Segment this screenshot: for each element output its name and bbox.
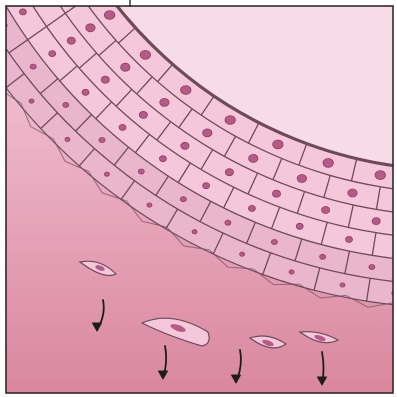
cell-nucleus — [249, 154, 258, 162]
cell-nucleus — [320, 254, 326, 259]
cell-nucleus — [159, 156, 166, 162]
cell-nucleus — [29, 99, 34, 103]
cell-nucleus — [67, 37, 75, 44]
cell-nucleus — [86, 24, 95, 32]
cell-nucleus — [369, 265, 375, 270]
cell-nucleus — [104, 11, 114, 20]
cell-nucleus — [225, 116, 235, 125]
cell-nucleus — [30, 64, 36, 69]
cell-nucleus — [289, 270, 294, 274]
cell-nucleus — [101, 76, 109, 83]
cell-nucleus — [19, 9, 26, 15]
cell-nucleus — [65, 137, 70, 141]
cell-nucleus — [348, 189, 357, 197]
cell-nucleus — [240, 252, 245, 256]
cell-nucleus — [138, 169, 144, 174]
cell-nucleus — [147, 203, 152, 207]
cell-nucleus — [63, 102, 69, 107]
cell-nucleus — [99, 138, 105, 143]
cell-nucleus — [203, 129, 212, 137]
cell-nucleus — [181, 142, 189, 149]
cell-nucleus — [225, 169, 233, 176]
cell-nucleus — [375, 171, 385, 180]
cell-nucleus — [180, 197, 186, 202]
cell-nucleus — [49, 51, 56, 57]
cell-nucleus — [273, 140, 283, 149]
cell-nucleus — [323, 159, 333, 168]
cell-nucleus — [0, 57, 2, 61]
cell-nucleus — [346, 236, 353, 242]
cell-nucleus — [119, 124, 126, 130]
cell-nucleus — [225, 220, 231, 225]
cell-nucleus — [340, 283, 345, 287]
cell-nucleus — [140, 50, 150, 59]
cell-nucleus — [296, 223, 303, 229]
cell-nucleus — [322, 207, 330, 214]
epithelial-cell — [0, 0, 1, 9]
cell-nucleus — [272, 190, 280, 197]
cell-nucleus — [104, 172, 109, 176]
cell-nucleus — [203, 183, 210, 189]
cell-nucleus — [372, 218, 380, 225]
cell-nucleus — [248, 205, 255, 211]
cell-nucleus — [192, 230, 197, 234]
cell-nucleus — [271, 240, 277, 245]
cell-nucleus — [82, 89, 89, 95]
cell-nucleus — [121, 63, 130, 71]
cell-nucleus — [160, 98, 169, 106]
cell-nucleus — [38, 0, 46, 2]
cell-nucleus — [181, 86, 191, 95]
cell-nucleus — [139, 111, 147, 118]
cell-nucleus — [297, 175, 306, 183]
